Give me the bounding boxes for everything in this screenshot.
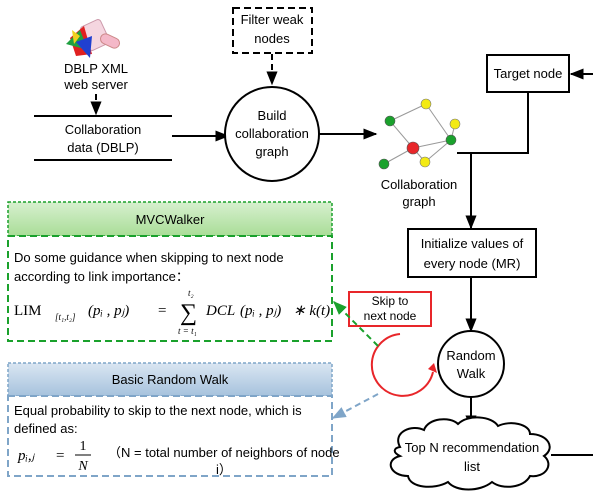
formula-lim: LIM — [14, 303, 42, 319]
build-line2: collaboration — [235, 126, 309, 141]
formula-lim-args: (pᵢ , pⱼ) — [88, 303, 129, 319]
graph-node-yellow — [419, 156, 431, 168]
mvcwalker-title: MVCWalker — [136, 212, 206, 227]
graph-node-yellow — [449, 118, 461, 130]
graph-node-red — [406, 141, 420, 155]
formula-p-equals: = — [56, 448, 64, 464]
filter-line1: Filter weak — [241, 12, 304, 27]
formula-equals: = — [158, 303, 166, 319]
graph-node-green — [378, 158, 390, 170]
basic-walk-header — [7, 362, 333, 397]
random-walk-circle — [437, 330, 505, 398]
mvcwalker-header — [7, 201, 333, 237]
collab-data-line2: data (DBLP) — [67, 140, 139, 155]
mvcwalker-desc-line1: Do some guidance when skipping to next n… — [14, 250, 284, 265]
mvcwalker-desc-line2: according to link importance： — [14, 269, 189, 284]
lim-formula: LIM [t₁,t₂] (pᵢ , pⱼ) = ∑ t₂ t = t₁ DCL … — [14, 288, 330, 336]
mvcwalker-body — [7, 235, 333, 342]
skip-loop-arc — [370, 333, 434, 397]
basic-walk-note-line1: （N = total number of neighbors of node — [108, 445, 340, 460]
top-n-cloud — [389, 416, 551, 491]
formula-numerator: 1 — [80, 439, 87, 454]
skip-line2: next node — [364, 309, 417, 323]
filter-weak-nodes-box — [232, 7, 313, 54]
formula-dcl-args: (pᵢ , pⱼ) — [240, 303, 281, 319]
topn-line2: list — [464, 459, 480, 474]
random-walk-line2: Walk — [457, 366, 486, 381]
formula-denominator: N — [77, 459, 88, 474]
graph-node-green — [445, 134, 457, 146]
formula-kt: ∗ k(t) — [293, 303, 330, 319]
collaboration-graph-icon — [378, 98, 461, 170]
formula-sum-bottom: t = t₁ — [178, 326, 197, 336]
graph-label-line1: Collaboration — [381, 177, 458, 192]
random-walk-line1: Random — [446, 348, 495, 363]
formula-sum-top: t₂ — [188, 288, 194, 298]
graph-node-yellow — [420, 98, 432, 110]
formula-dcl: DCL — [205, 303, 235, 319]
build-line3: graph — [255, 144, 288, 159]
build-line1: Build — [258, 108, 287, 123]
graph-node-green — [384, 115, 396, 127]
collab-data-line1: Collaboration — [65, 122, 142, 137]
probability-formula: pᵢ,ⱼ = 1 N — [17, 439, 91, 474]
filter-line2: nodes — [254, 31, 290, 46]
skip-loop-arrowhead — [428, 363, 437, 373]
basic-walk-title: Basic Random Walk — [112, 372, 229, 387]
topn-line1: Top N recommendation — [405, 440, 539, 455]
arrow-target-to-init — [470, 92, 529, 226]
init-line1: Initialize values of — [421, 236, 524, 251]
graph-label-line2: graph — [402, 194, 435, 209]
basic-walk-body — [7, 395, 333, 477]
skip-next-node-box — [348, 291, 432, 327]
basic-walk-desc-line1: Equal probability to skip to the next no… — [14, 403, 302, 418]
collaboration-data-store — [34, 115, 172, 161]
formula-sum: ∑ — [180, 300, 197, 326]
server-label-line2: web server — [63, 77, 128, 92]
formula-lim-subscript: [t₁,t₂] — [55, 312, 76, 322]
server-label-line1: DBLP XML — [64, 61, 128, 76]
arrow-loop-to-mvcwalker — [333, 301, 379, 347]
skip-line1: Skip to — [372, 294, 409, 308]
target-node-label: Target node — [494, 66, 563, 81]
basic-walk-note-line2: i） — [216, 462, 232, 477]
arrow-loop-to-basic-walk — [331, 393, 379, 419]
dblp-server-icon — [66, 19, 121, 58]
formula-p-ij: pᵢ,ⱼ — [17, 448, 36, 464]
init-line2: every node (MR) — [424, 256, 521, 271]
basic-walk-desc-line2: defined as: — [14, 421, 78, 436]
